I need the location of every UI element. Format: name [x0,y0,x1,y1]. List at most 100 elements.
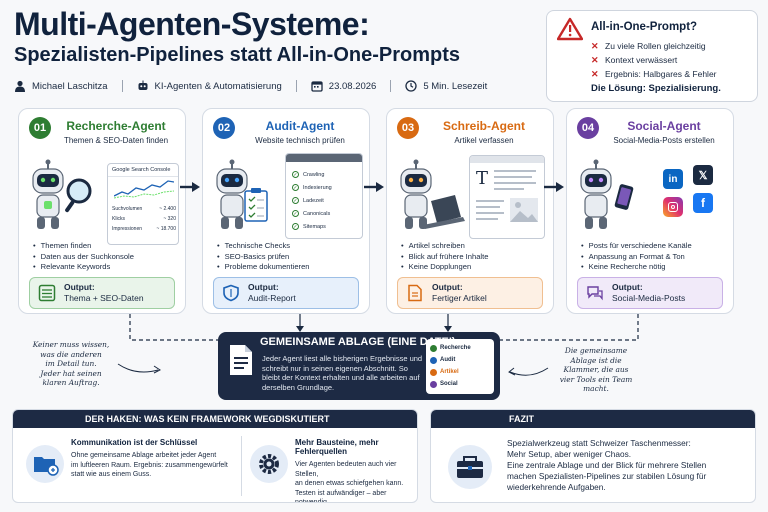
folder-share-icon [26,445,64,483]
connector-line [500,314,639,341]
prompt-issue: ✕Zu viele Rollen gleichzeitig [591,40,706,52]
column-divider [241,436,242,496]
fazit-title: FAZIT [431,410,755,428]
agent-card-recherche: 01 Recherche-Agent Themen & SEO-Daten fi… [18,108,186,314]
haken-box: DER HAKEN: WAS KEIN FRAMEWORK WEGDISKUTI… [12,409,418,503]
note-left: Keiner muss wissen, was die anderen im D… [32,340,110,387]
meta-category: KI-Agenten & Automatisierung [137,80,282,92]
agent-title: Social-Agent [627,119,701,133]
clock-icon [405,80,417,92]
image-placeholder-icon [476,198,538,222]
agent-output: Output:Audit-Report [213,277,359,309]
x-icon: ✕ [591,54,599,65]
agent-card-audit: 02 Audit-Agent Website technisch prüfen … [202,108,370,314]
output-label: Output: [432,282,463,292]
step-number: 02 [213,117,235,139]
check-list: ✓Crawling ✓Indexierung ✓Ladezeit ✓Canoni… [292,168,332,233]
window-titlebar [286,154,362,162]
agent-card-social: 04 Social-Agent Social-Media-Posts erste… [566,108,734,314]
check-icon: ✓ [292,223,299,230]
bullet-item: Daten aus der Suchkonsole [33,252,134,263]
section-item: Recherche [430,342,490,354]
haken-item-title: Mehr Bausteine, mehr Fehlerquellen [295,438,379,456]
bullet-item: Keine Dopplungen [401,262,488,273]
agent-subtitle: Website technisch prüfen [255,136,345,145]
metric-row: Suchvolumen~ 2.400 [112,206,176,212]
agent-title: Schreib-Agent [442,119,525,133]
agent-output: Output:Thema + SEO-Daten [29,277,175,309]
bullet-item: Posts für verschiedene Kanäle [581,241,692,252]
agent-title: Audit-Agent [265,119,335,133]
check-item: ✓Canonicals [292,210,331,217]
panel-title: Google Search Console [108,164,178,177]
document-icon [408,284,422,302]
prompt-issue: ✕Kontext verwässert [591,54,678,66]
bullet-item: Keine Recherche nötig [581,262,692,273]
prompt-issue-list: ✕Zu viele Rollen gleichzeitig ✕Kontext v… [591,39,717,81]
gear-icon [250,445,288,483]
agent-illustration: Google Search Console Suchvolumen~ 2.400… [25,151,181,251]
agent-illustration: ✓Crawling ✓Indexierung ✓Ladezeit ✓Canoni… [209,151,365,251]
shield-icon [223,284,239,302]
instagram-lens [671,205,675,209]
output-value: Social-Media-Posts [612,293,686,303]
meta-divider [390,80,392,92]
step-number: 03 [397,117,419,139]
metric-row: Impressionen~ 18.700 [112,226,176,232]
shared-storage: GEMEINSAME ABLAGE (EINE DATEI) Jeder Age… [218,332,500,400]
check-icon: ✓ [292,171,299,178]
output-label: Output: [248,282,279,292]
shared-sections: Recherche Audit Artikel Social [426,339,494,394]
haken-item-title: Kommunikation ist der Schlüssel [71,438,198,447]
robot-with-phone-icon [580,159,634,229]
robot-with-clipboard-icon [216,159,268,229]
haken-item: Kommunikation ist der Schlüssel Ohne gem… [71,438,237,480]
check-item: ✓Indexierung [292,184,332,191]
agent-bullets: Artikel schreiben Blick auf frühere Inha… [401,241,489,273]
calendar-icon [311,81,323,92]
shared-storage-title: GEMEINSAME ABLAGE (EINE DATEI) [260,336,456,348]
section-item: Artikel [430,366,490,378]
robot-with-laptop-icon [400,159,465,229]
agent-bullets: Technische Checks SEO-Basics prüfen Prob… [217,241,310,273]
meta-bar: Michael Laschitza KI-Agenten & Automatis… [14,80,487,92]
check-item: ✓Crawling [292,171,325,178]
output-value: Fertiger Artikel [432,293,487,303]
section-dot [430,368,437,376]
section-dot [430,344,437,352]
agent-illustration: in 𝕏 f [573,151,729,251]
bullet-item: Anpassung an Format & Ton [581,252,692,263]
chat-icon [587,286,603,301]
search-console-panel: Google Search Console Suchvolumen~ 2.400… [107,163,179,245]
section-dot [430,380,437,388]
agent-bullets: Posts für verschiedene Kanäle Anpassung … [581,241,692,273]
text-lines-icon [494,170,536,190]
robot-icon [138,80,148,90]
check-item: ✓Sitemaps [292,223,326,230]
facebook-icon: f [693,193,713,213]
haken-item-text: Ohne gemeinsame Ablage arbeitet jeder Ag… [71,452,228,478]
bullet-item: Artikel schreiben [401,241,488,252]
audit-checklist-panel: ✓Crawling ✓Indexierung ✓Ladezeit ✓Canoni… [285,153,363,239]
instagram-icon [663,197,683,217]
arrow-right-icon [544,182,564,192]
article-document-panel: T [469,155,545,239]
meta-divider [295,80,297,92]
agent-bullets: Themen finden Daten aus der Suchkonsole … [33,241,134,273]
agent-title: Recherche-Agent [66,119,166,133]
agent-subtitle: Themen & SEO-Daten finden [63,136,169,145]
agent-subtitle: Social-Media-Posts erstellen [613,136,715,145]
metric-row: Klicks~ 320 [112,216,176,222]
x-icon: ✕ [591,68,599,79]
agent-subtitle: Artikel verfassen [454,136,514,145]
x-icon: ✕ [591,40,599,51]
text-format-icon: T [476,168,489,189]
shared-storage-text: Jeder Agent liest alle bisherigen Ergebn… [262,354,423,392]
trend-chart-icon [114,180,174,199]
haken-item: Mehr Bausteine, mehr Fehlerquellen Vier … [295,438,415,502]
meta-date: 23.08.2026 [311,80,376,92]
file-icon [230,345,252,375]
prompt-box-solution: Die Lösung: Spezialisierung. [591,83,721,94]
step-number: 01 [29,117,51,139]
agent-output: Output:Social-Media-Posts [577,277,723,309]
